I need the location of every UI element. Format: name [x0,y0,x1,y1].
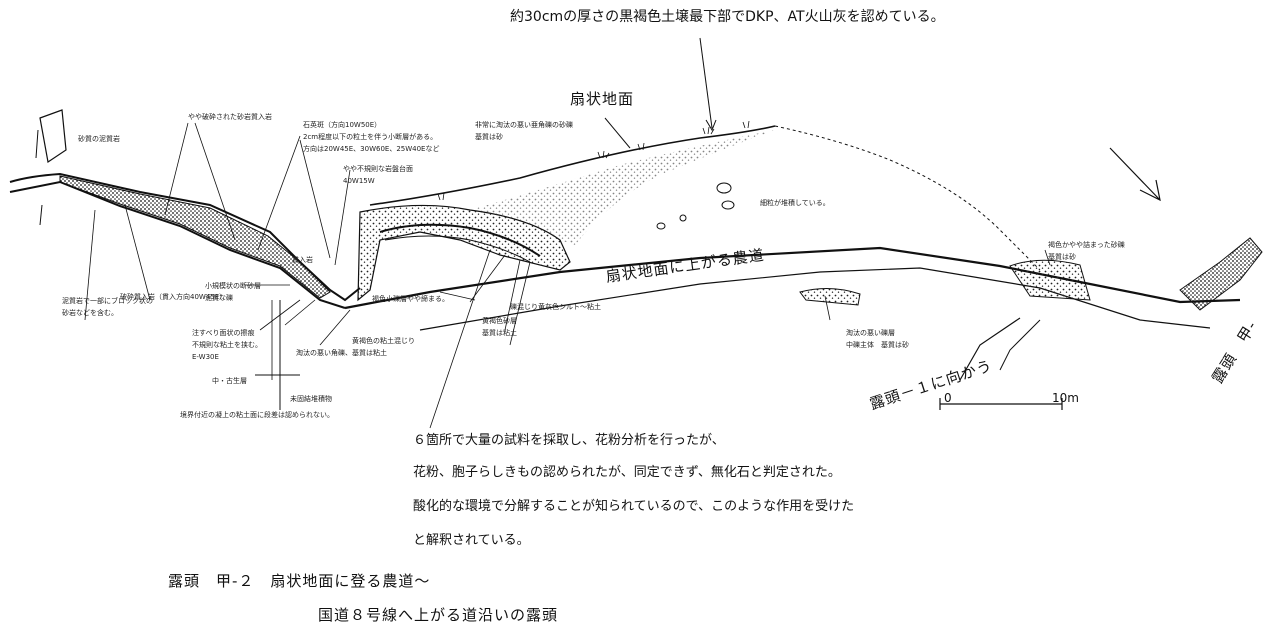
small-label: 石英斑（方向10W50E） [303,121,382,129]
top-note: 約30cmの厚さの黒褐色土壌最下部でDKP、AT火山灰を認めている。 [510,9,945,25]
label-leaders [84,122,1051,429]
fan-surface-curve [774,125,1041,271]
fan-label-leader [604,117,631,149]
small-label: 黄褐色砂層 [482,317,517,325]
scale-zero: 0 [944,391,952,405]
small-label: 注すべり面状の擦痕 [192,329,255,337]
small-label: 砂質の泥質岩 [78,135,120,143]
fan-surface-label: 扇状地面 [570,90,635,108]
small-label: 淘汰の悪い角礫、基質は粘土 [296,349,387,357]
arrow-left-1 [35,129,39,159]
small-label: 破砕質入岩（貫入方向40W45E） [120,293,227,301]
north-arrow [1109,147,1161,202]
road-edge-branch-2 [999,319,1041,371]
small-label: 境界付近の凝上の粘土面に段差は認められない。 [180,411,334,419]
small-label: 細粒が堆積している。 [760,199,830,207]
small-label: 40W15W [343,177,375,185]
small-label: 未固結堆積物 [290,395,332,403]
small-label: 基質は砂 [1048,253,1076,261]
small-label: 泥質岩で一部にブロック状の [62,297,153,305]
small-label: 砂岩などを含む。 [62,309,118,317]
fan-surface-line [369,125,776,206]
small-label: やや破砕された砂岩質入岩 [188,113,272,121]
right-band [1179,237,1263,311]
small-label: E-W30E [192,353,219,361]
boulder [679,214,687,222]
note-line-1: ６箇所で大量の試料を採取し、花粉分析を行ったが、 [413,433,725,448]
boulder [716,182,732,194]
top-note-leader [699,37,713,129]
small-label: 中礫主体 基質は砂 [846,341,909,349]
small-label: 淘汰の悪い礫層 [846,329,895,337]
small-label: 中・古生層 [212,377,247,385]
small-label: 礫混じり黄灰色シルト～粘土 [510,303,601,311]
grass-tufts [437,120,750,201]
boulder [721,200,735,210]
top-note-arrowhead [705,119,717,132]
small-label: 基質は砂 [475,133,503,141]
small-label: 方向は20W45E、30W60E、25W40Eなど [303,145,440,153]
rock-fragment [39,109,67,164]
fan-fill [470,130,775,245]
small-label: 褐色小礫層やや締まる。 [372,295,449,303]
road-edge-lower [419,267,1211,331]
small-label: やや不規則な岩盤台面 [343,165,413,173]
roadside-deposit [799,288,861,306]
small-label: 基質は粘土 [482,329,517,337]
small-label: 泥質な礫 [205,294,233,302]
road-edge-branch [959,317,1021,381]
scale-ten: 10m [1052,391,1079,405]
note-line-2: 花粉、胞子らしきもの認められたが、同定できず、無化石と判定された。 [413,465,841,480]
small-label: 小規模状の断砂層 [205,282,261,290]
small-label: 2cm程度以下の粒土を伴う小断層がある。 [303,133,438,141]
gravel-inner-bed [379,223,541,257]
small-label: 黄褐色の粘土混じり [352,337,415,345]
caption-line-1: 露頭 甲-２ 扇状地面に登る農道～ [168,572,431,590]
gravel-inner-bed-2 [384,235,531,263]
note-line-3: 酸化的な環境で分解することが知られているので、このような作用を受けた [413,499,855,514]
right-gravel [1009,259,1091,301]
road-edge-upper [344,246,1241,310]
small-label: 非常に淘汰の悪い亜角礫の砂礫 [475,121,573,129]
caption-line-2: 国道８号線へ上がる道沿いの露頭 [318,606,559,624]
boulder [656,222,666,230]
sheared-band [59,175,331,299]
arrow-left-2 [39,204,43,226]
small-label: 不規則な粘土を挟む。 [192,341,262,349]
scale-bar [939,398,1063,410]
small-label: 褐色かやや詰まった砂礫 [1048,241,1125,249]
outcrop-base-line [9,180,346,309]
small-label: 貫入岩 [292,256,313,264]
note-line-4: と解釈されている。 [413,533,530,548]
